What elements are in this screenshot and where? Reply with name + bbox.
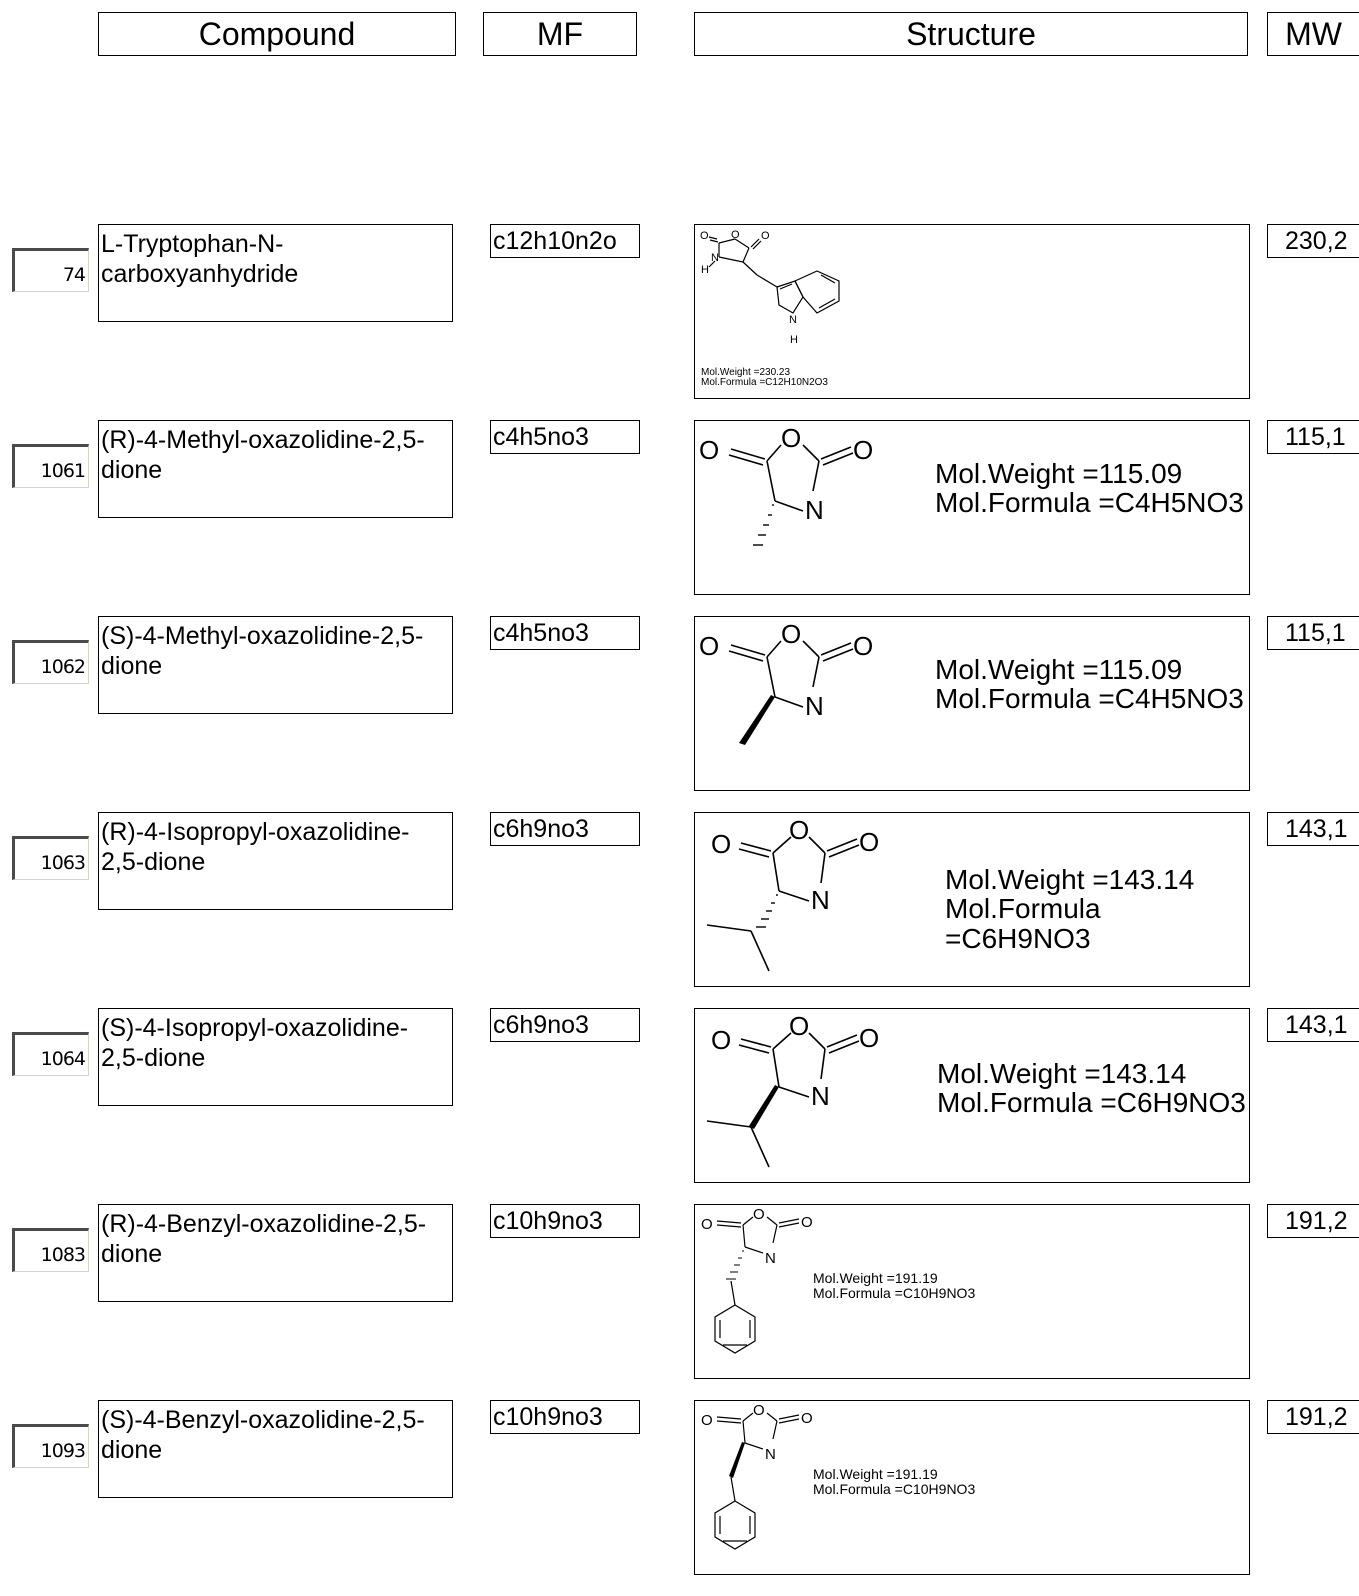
header-compound: Compound	[98, 12, 456, 56]
atom-oxygen: O	[753, 1206, 765, 1223]
molecular-formula: c4h5no3	[490, 616, 640, 650]
mol-info: Mol.Weight =143.14 Mol.Formula =C6H9NO3	[945, 864, 1195, 954]
structure-svg: O O O N	[706, 815, 879, 972]
structure-drawing: O O O N Mol.Weight =191.19 Mol.Formula =…	[694, 1204, 1250, 1379]
header-mf: MF	[483, 12, 637, 56]
atom-hydrogen: H	[790, 334, 798, 346]
atom-oxygen: O	[731, 229, 740, 241]
compound-id-field[interactable]: 1063	[12, 836, 89, 880]
atom-oxygen: O	[699, 631, 719, 661]
mol-info: Mol.Weight =191.19 Mol.Formula =C10H9NO3	[813, 1270, 976, 1301]
structure-svg: O O O N H N H	[700, 229, 840, 346]
molecular-formula: c12h10n2o	[490, 224, 640, 258]
structure-drawing: O O O N Mol.Weight =191.19 Mol.Formula =…	[694, 1400, 1250, 1575]
atom-oxygen: O	[801, 1214, 813, 1231]
compound-row: 1083 (R)-4-Benzyl-oxazolidine-2,5- dione…	[0, 1204, 1359, 1400]
atom-oxygen: O	[853, 631, 873, 661]
molecular-weight: 143,1	[1267, 812, 1359, 846]
structure-svg: O O O N	[699, 423, 873, 546]
atom-nitrogen: N	[765, 1446, 776, 1463]
structure-drawing: O O O N H N H Mol.Weight =230.23 Mol.For…	[694, 224, 1250, 399]
atom-nitrogen: N	[805, 691, 824, 721]
structure-svg: O O O N	[699, 619, 873, 745]
compound-row: 1093 (S)-4-Benzyl-oxazolidine-2,5- dione…	[0, 1400, 1359, 1596]
molecular-formula: c6h9no3	[490, 812, 640, 846]
structure-drawing: O O O N Mol.Weight =143.14 Mol.Formula =…	[694, 812, 1250, 987]
atom-oxygen: O	[701, 1412, 713, 1429]
compound-id-field[interactable]: 1083	[12, 1228, 89, 1272]
atom-nitrogen: N	[805, 495, 824, 525]
atom-oxygen: O	[781, 423, 801, 453]
atom-nitrogen: N	[789, 314, 797, 326]
compound-id-field[interactable]: 1064	[12, 1032, 89, 1076]
molecular-weight: 230,2	[1267, 224, 1359, 258]
atom-oxygen: O	[781, 619, 801, 649]
compound-id-field[interactable]: 74	[12, 248, 89, 292]
atom-nitrogen: N	[711, 252, 719, 264]
compound-row: 1064 (S)-4-Isopropyl-oxazolidine- 2,5-di…	[0, 1008, 1359, 1204]
compound-name: (R)-4-Isopropyl-oxazolidine- 2,5-dione	[98, 812, 453, 910]
structure-svg: O O O N	[701, 1402, 813, 1550]
atom-nitrogen: N	[811, 1081, 830, 1111]
atom-oxygen: O	[761, 230, 770, 242]
header-mw: MW	[1267, 12, 1359, 56]
molecular-weight: 115,1	[1267, 616, 1359, 650]
compound-name: (S)-4-Benzyl-oxazolidine-2,5- dione	[98, 1400, 453, 1498]
atom-oxygen: O	[753, 1402, 765, 1419]
compound-name: (R)-4-Methyl-oxazolidine-2,5- dione	[98, 420, 453, 518]
compound-name: (S)-4-Methyl-oxazolidine-2,5- dione	[98, 616, 453, 714]
mol-info: Mol.Weight =115.09 Mol.Formula =C4H5NO3	[935, 654, 1244, 715]
atom-oxygen: O	[789, 815, 809, 845]
atom-oxygen: O	[859, 1023, 879, 1053]
compound-name: L-Tryptophan-N- carboxyanhydride	[98, 224, 453, 322]
atom-nitrogen: N	[811, 885, 830, 915]
structure-svg: O O O N	[701, 1206, 813, 1354]
atom-oxygen: O	[789, 1011, 809, 1041]
compound-row: 74 L-Tryptophan-N- carboxyanhydride c12h…	[0, 224, 1359, 420]
molecular-formula: c10h9no3	[490, 1400, 640, 1434]
compound-name: (R)-4-Benzyl-oxazolidine-2,5- dione	[98, 1204, 453, 1302]
structure-drawing: O O O N Mol.Weight =115.09 Mol.Formula =…	[694, 616, 1250, 791]
molecular-formula: c4h5no3	[490, 420, 640, 454]
atom-nitrogen: N	[765, 1250, 776, 1267]
compound-row: 1063 (R)-4-Isopropyl-oxazolidine- 2,5-di…	[0, 812, 1359, 1008]
compound-row: 1061 (R)-4-Methyl-oxazolidine-2,5- dione…	[0, 420, 1359, 616]
atom-oxygen: O	[700, 230, 709, 242]
molecular-weight: 115,1	[1267, 420, 1359, 454]
header-structure: Structure	[694, 12, 1248, 56]
structure-drawing: O O O N Mol.Weight =115.09 Mol.Formula =…	[694, 420, 1250, 595]
molecular-weight: 191,2	[1267, 1204, 1359, 1238]
mol-info: Mol.Weight =191.19 Mol.Formula =C10H9NO3	[813, 1466, 976, 1497]
atom-oxygen: O	[859, 827, 879, 857]
compound-id-field[interactable]: 1061	[12, 444, 89, 488]
atom-oxygen: O	[699, 435, 719, 465]
molecular-weight: 143,1	[1267, 1008, 1359, 1042]
molecular-weight: 191,2	[1267, 1400, 1359, 1434]
molecular-formula: c6h9no3	[490, 1008, 640, 1042]
atom-hydrogen: H	[701, 264, 709, 276]
molecular-formula: c10h9no3	[490, 1204, 640, 1238]
atom-oxygen: O	[701, 1216, 713, 1233]
compound-id-field[interactable]: 1062	[12, 640, 89, 684]
structure-svg: O O O N	[706, 1011, 879, 1168]
compound-id-field[interactable]: 1093	[12, 1424, 89, 1468]
mol-info: Mol.Weight =115.09 Mol.Formula =C4H5NO3	[935, 458, 1244, 519]
atom-oxygen: O	[853, 435, 873, 465]
atom-oxygen: O	[711, 1025, 731, 1055]
atom-oxygen: O	[801, 1410, 813, 1427]
structure-drawing: O O O N Mol.Weight =143.14 Mol.Formula =…	[694, 1008, 1250, 1183]
atom-oxygen: O	[711, 829, 731, 859]
compound-name: (S)-4-Isopropyl-oxazolidine- 2,5-dione	[98, 1008, 453, 1106]
compound-row: 1062 (S)-4-Methyl-oxazolidine-2,5- dione…	[0, 616, 1359, 812]
mol-info: Mol.Weight =230.23 Mol.Formula =C12H10N2…	[701, 367, 828, 388]
mol-info: Mol.Weight =143.14 Mol.Formula =C6H9NO3	[937, 1058, 1246, 1119]
